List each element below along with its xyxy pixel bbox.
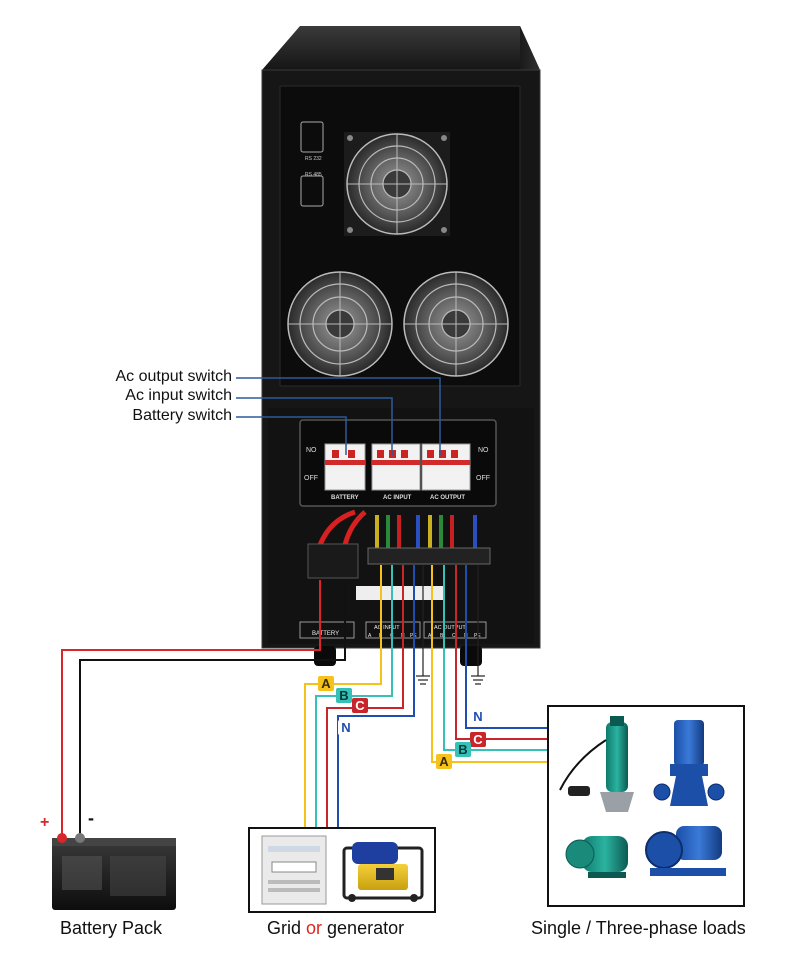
- terminal-output-c: C: [452, 633, 456, 639]
- output-phase-b-tag: B: [455, 742, 471, 757]
- ac-input-breaker-label: AC INPUT: [383, 495, 412, 501]
- fan-top: [344, 132, 450, 236]
- fan-right: [403, 271, 509, 377]
- battery-positive-symbol: +: [40, 814, 50, 831]
- terminal-ac-output-label: AC OUTPUT: [434, 625, 466, 631]
- input-phase-a-tag: A: [318, 676, 334, 691]
- loads-caption: Single / Three-phase loads: [531, 918, 746, 938]
- on-label-left: NO: [306, 447, 317, 454]
- on-label-right: NO: [478, 447, 489, 454]
- source-caption-grid: Grid: [267, 918, 307, 938]
- ground-symbol-output: [471, 565, 485, 685]
- terminal-output-b: B: [440, 633, 444, 639]
- source-caption-generator: generator: [322, 918, 405, 938]
- ac-input-breaker[interactable]: [371, 443, 421, 491]
- ground-symbol-input: [416, 565, 430, 685]
- battery-breaker-label: BATTERY: [331, 495, 359, 501]
- input-phase-c-tag: C: [352, 698, 368, 713]
- ac-output-switch-label: Ac output switch: [115, 368, 233, 385]
- fan-left: [287, 271, 393, 377]
- internal-wires: [317, 509, 477, 548]
- rs232-label: RS 232: [305, 156, 322, 162]
- battery-negative-symbol: -: [88, 808, 94, 828]
- output-neutral-tag: N: [470, 709, 486, 724]
- output-phase-c-tag: C: [470, 732, 486, 747]
- off-label-left: OFF: [304, 475, 318, 482]
- grid-distribution-box-image: [261, 835, 327, 905]
- rs232-port[interactable]: [300, 121, 324, 153]
- terminal-output-a: A: [428, 633, 432, 639]
- off-label-right: OFF: [476, 475, 490, 482]
- input-neutral-tag: N: [338, 720, 354, 735]
- vertical-pipeline-pump-image: [653, 720, 725, 806]
- battery-switch-label: Battery switch: [132, 407, 232, 424]
- terminal-battery-label: BATTERY: [312, 631, 339, 637]
- terminal-block: [307, 543, 491, 600]
- ac-input-switch-label: Ac input switch: [125, 387, 232, 404]
- horizontal-centrifugal-pump-image: [645, 826, 726, 876]
- source-caption-or: or: [306, 918, 323, 938]
- battery-breaker[interactable]: [324, 443, 366, 491]
- battery-pack-caption: Battery Pack: [60, 918, 163, 938]
- rs485-port[interactable]: [300, 175, 324, 207]
- submersible-pump-image: [559, 716, 634, 812]
- callout-lines: [236, 377, 441, 455]
- rs485-label: RS 485: [305, 172, 322, 178]
- terminal-ac-input-label: AC INPUT: [374, 625, 400, 631]
- ac-output-breaker-label: AC OUTPUT: [430, 495, 465, 501]
- source-caption: Grid or generator: [267, 918, 404, 939]
- ac-output-wires: [431, 565, 548, 763]
- terminal-input-a: A: [368, 633, 372, 639]
- generator-image: [342, 842, 424, 902]
- ac-output-breaker[interactable]: [421, 443, 471, 491]
- battery-pack-image: [52, 833, 176, 910]
- electric-motor-image: [565, 836, 628, 878]
- output-phase-a-tag: A: [436, 754, 452, 769]
- battery-wires: [61, 580, 346, 838]
- input-phase-b-tag: B: [336, 688, 352, 703]
